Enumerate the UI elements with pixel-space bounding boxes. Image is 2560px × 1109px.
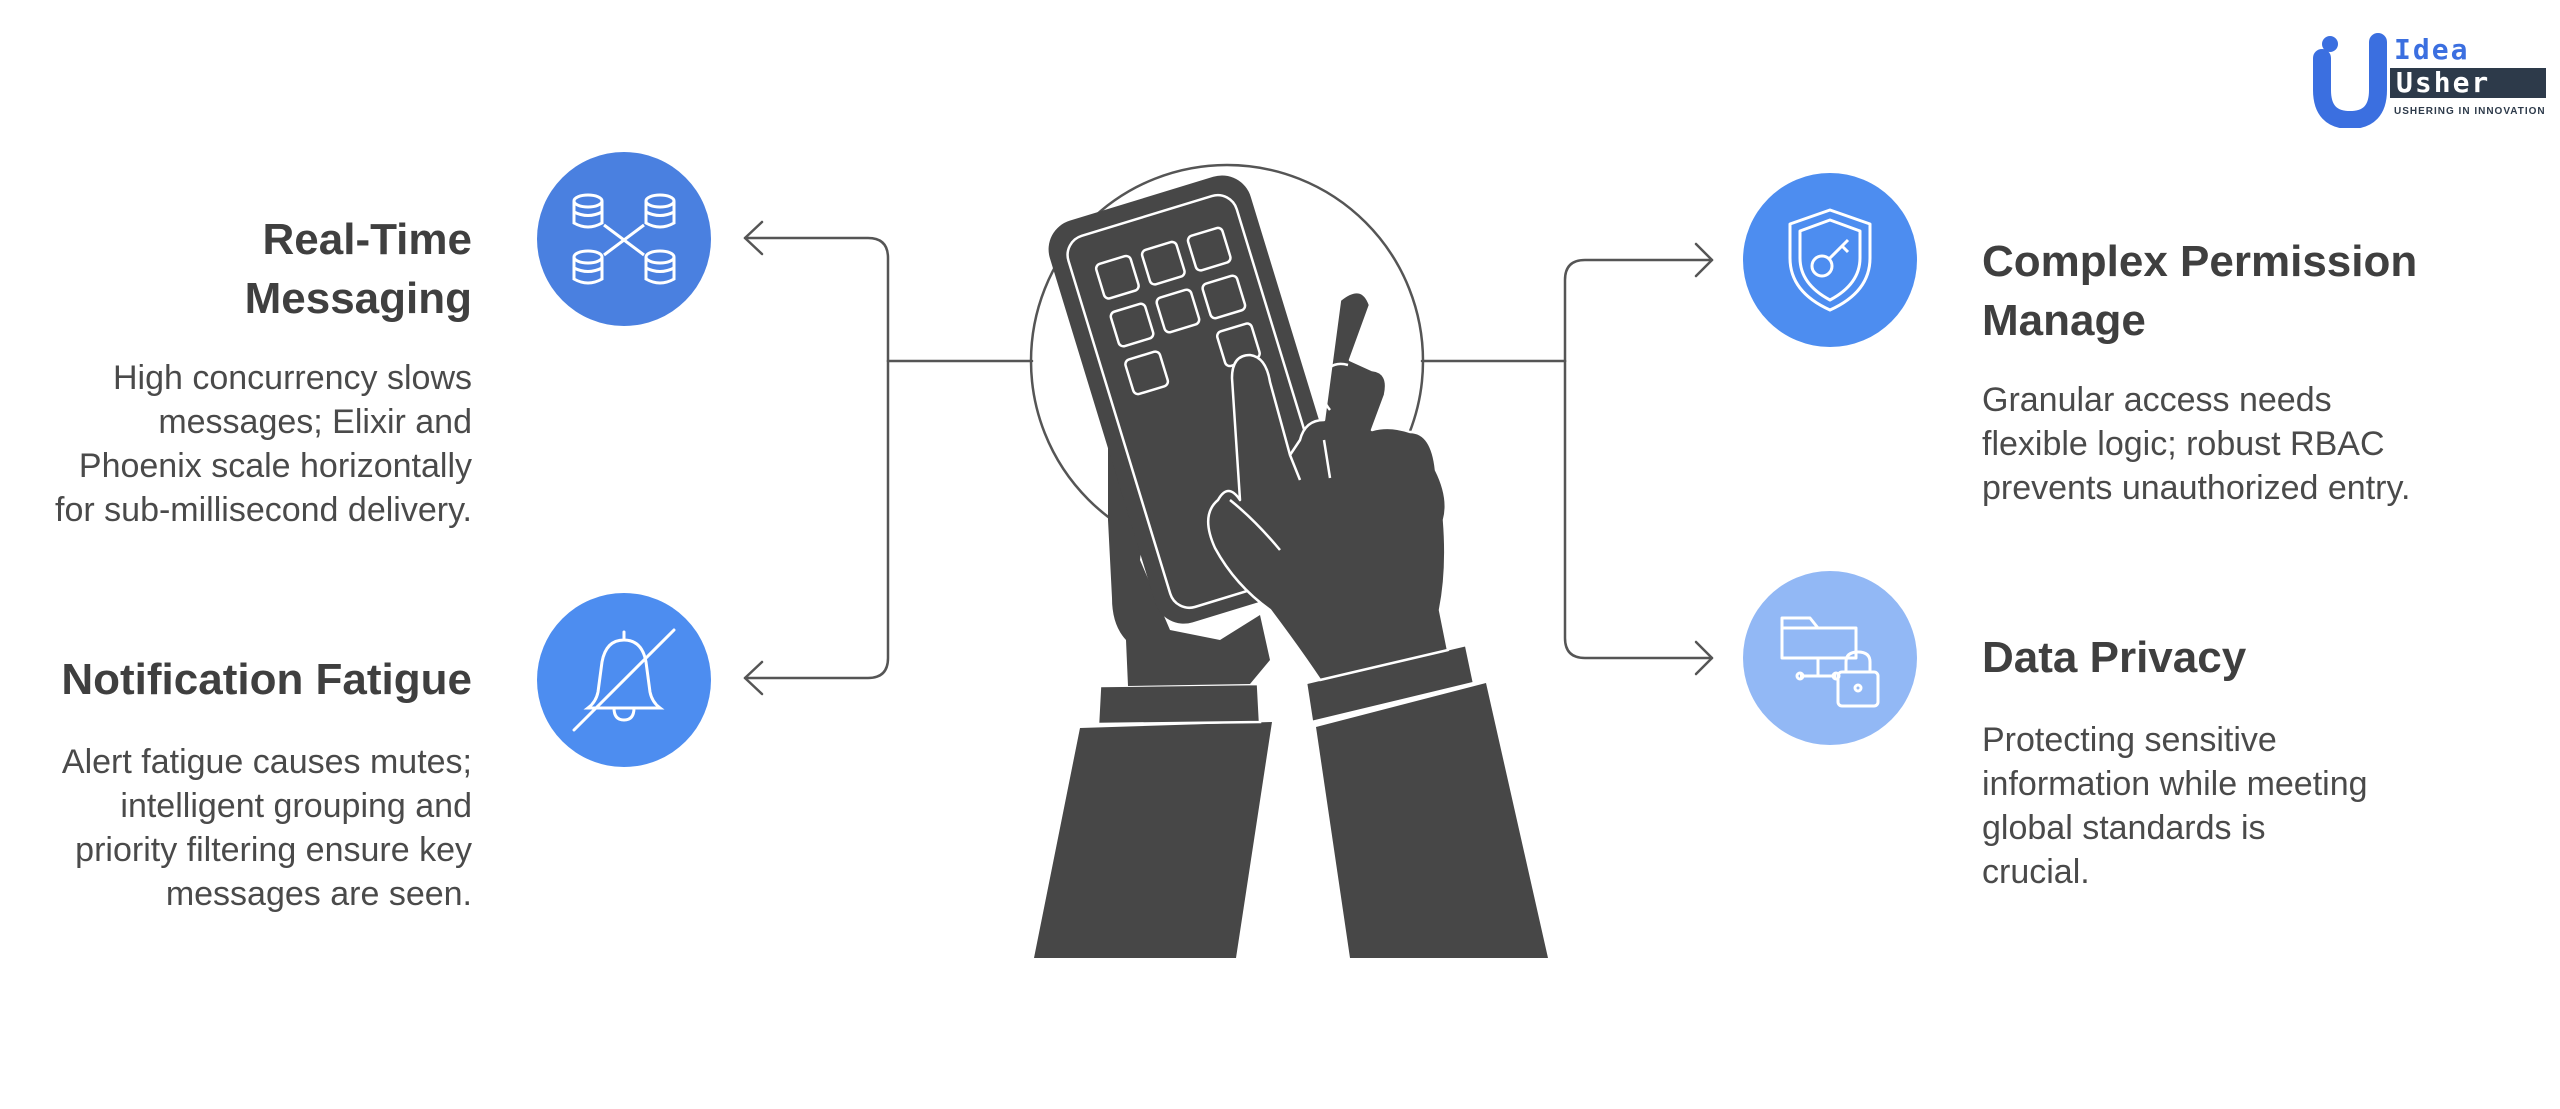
realtime-desc-line: messages; Elixir and xyxy=(158,403,472,441)
notification-desc-line: intelligent grouping and xyxy=(120,787,472,825)
realtime-description: High concurrency slows messages; Elixir … xyxy=(0,356,472,532)
brand-logo: Idea Usher USHERING IN INNOVATION xyxy=(2310,28,2550,130)
folder-lock-icon xyxy=(1780,616,1880,708)
notification-desc-line: priority filtering ensure key xyxy=(75,831,472,869)
bell-off-icon xyxy=(572,628,676,732)
permission-title-line1: Complex Permission xyxy=(1982,237,2418,286)
permission-desc-line: prevents unauthorized entry. xyxy=(1982,469,2411,507)
permission-title-line2: Manage xyxy=(1982,296,2146,345)
privacy-icon-circle xyxy=(1743,571,1917,745)
privacy-description: Protecting sensitive information while m… xyxy=(1982,718,2542,894)
permission-title: Complex Permission Manage xyxy=(1982,232,2542,350)
realtime-icon-circle xyxy=(537,152,711,326)
permission-description: Granular access needs flexible logic; ro… xyxy=(1982,378,2542,510)
privacy-desc-line: global standards is xyxy=(1982,809,2266,847)
permission-desc-line: Granular access needs xyxy=(1982,381,2332,419)
notification-icon-circle xyxy=(537,593,711,767)
realtime-desc-line: for sub-millisecond delivery. xyxy=(55,491,472,529)
privacy-desc-line: information while meeting xyxy=(1982,765,2368,803)
shield-key-icon xyxy=(1788,208,1872,312)
brand-line2: Usher xyxy=(2396,66,2491,99)
realtime-title-line2: Messaging xyxy=(244,274,472,323)
realtime-title-line1: Real-Time xyxy=(262,215,473,264)
database-network-icon xyxy=(572,193,676,285)
privacy-desc-line: crucial. xyxy=(1982,853,2090,891)
realtime-title: Real-Time Messaging xyxy=(0,210,472,328)
realtime-desc-line: High concurrency slows xyxy=(112,359,472,397)
notification-desc-line: Alert fatigue causes mutes; xyxy=(61,743,472,781)
privacy-title: Data Privacy xyxy=(1982,633,2247,682)
brand-logo-mark xyxy=(2313,33,2546,130)
notification-description: Alert fatigue causes mutes; intelligent … xyxy=(0,740,472,916)
hands-phone-illustration xyxy=(1029,163,1548,958)
permission-desc-line: flexible logic; robust RBAC xyxy=(1982,425,2385,463)
permission-icon-circle xyxy=(1743,173,1917,347)
realtime-desc-line: Phoenix scale horizontally xyxy=(78,447,472,485)
privacy-desc-line: Protecting sensitive xyxy=(1982,721,2277,759)
brand-tagline: USHERING IN INNOVATION xyxy=(2394,106,2546,117)
notification-desc-line: messages are seen. xyxy=(165,875,472,913)
notification-title: Notification Fatigue xyxy=(61,655,472,704)
brand-line1: Idea xyxy=(2394,33,2470,66)
